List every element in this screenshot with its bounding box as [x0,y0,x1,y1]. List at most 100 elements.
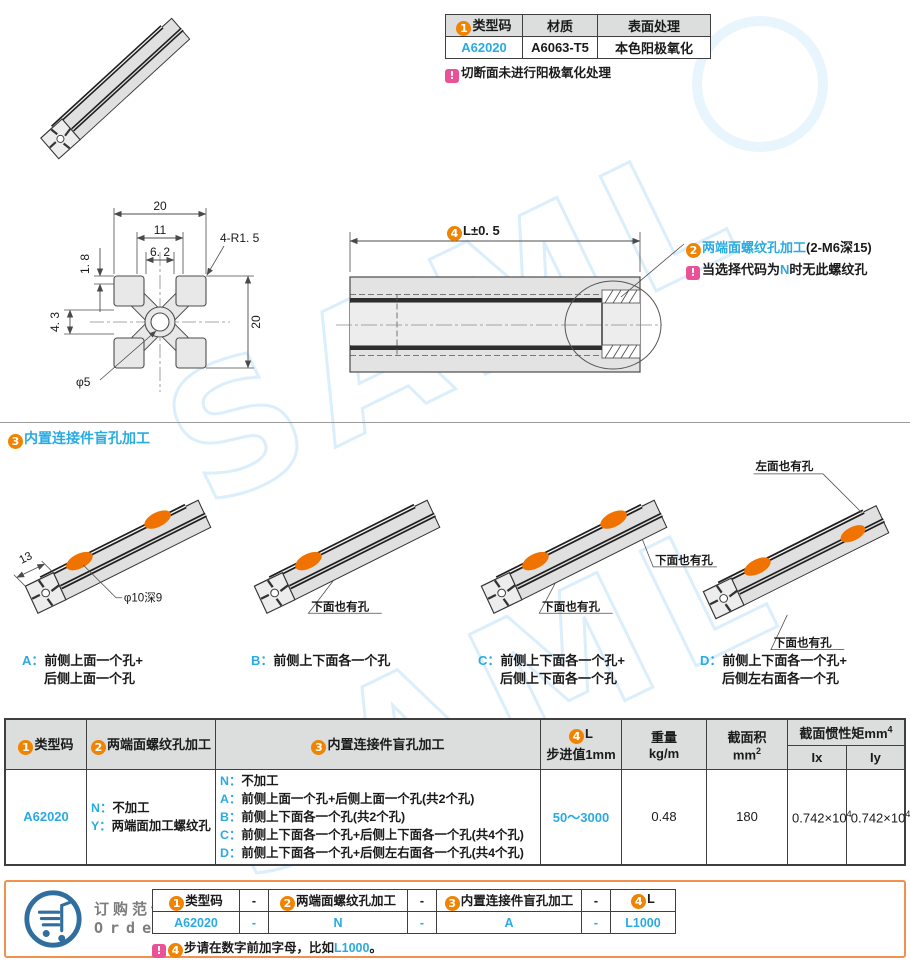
dim-width-label: 20 [153,199,167,213]
order-v-dash: - [581,911,611,934]
iy-value: 0.742×10 [850,809,906,825]
variant-c-label: C：前侧上下面各一个孔+ 后侧上下面各一个孔 [478,652,625,688]
option-code: B： [220,809,242,824]
col-length-l: L [585,725,593,741]
circled-2-badge: 2 [279,896,295,911]
col-thread-label: 两端面螺纹孔加工 [106,736,211,752]
order-h-dash: - [239,889,269,912]
cell-ix: 0.742×104 [787,768,852,866]
watermark-logo-ring [692,16,828,152]
variant-c-cell: 下面也有孔 下面也有孔 C：前侧上下面各一个孔+ 后侧上下面各一个孔 [464,468,717,708]
dim-depth-label: 4. 3 [48,312,62,332]
option-code: A： [220,791,242,806]
order-v-dash: - [239,911,269,934]
order-title-en: Order [94,919,175,937]
thread-callout-spec: (2-M6深15) [806,240,872,255]
circled-2-badge: 2 [90,739,106,755]
variant-a-drawing: 13 φ10深9 [13,478,230,650]
variant-b-label: B：前侧上下面各一个孔 [251,652,390,670]
spec-type-code[interactable]: A62020 [445,36,523,59]
exclamation-icon: ! [445,69,459,83]
cell-type-code[interactable]: A62020 [4,768,87,866]
ix-value: 0.742×10 [792,809,847,825]
cell-weight: 0.48 [621,768,707,866]
order-note-end: 。 [369,941,382,955]
variant-a-label: A：前侧上面一个孔+ 后侧上面一个孔 [22,652,143,688]
exclamation-icon: ! [152,944,166,958]
option-text: 前侧上下面各一个孔+后侧上下面各一个孔(共4个孔) [241,827,524,842]
order-v-thread: N [268,911,408,934]
variant-text: 前侧上下面各一个孔+ [722,653,847,668]
order-v-type[interactable]: A62020 [152,911,240,934]
circled-1-badge: 1 [18,739,34,755]
order-h-blind-label: 内置连接件盲孔加工 [460,894,574,908]
profile-photo [12,8,216,180]
variant-d-label: D：前侧上下面各一个孔+ 后侧左右面各一个孔 [700,652,847,688]
dim-13-label: 13 [17,550,34,567]
col-area-label: 截面积 [727,729,767,745]
order-h-length-label: L [647,892,655,906]
annotation-bottom-hole: 下面也有孔 [774,636,832,650]
order-title-cn: 订购范例 [94,901,171,918]
cross-section-drawing: 20 11 6. 2 4-R1. 5 1. 8 4. 3 20 φ5 [48,199,263,392]
thread-note-code: N [780,262,790,277]
spec-note: !切断面未进行阳极氧化处理 [445,62,711,83]
option-text: 不加工 [241,773,279,788]
thread-note: !当选择代码为N时无此螺纹孔 [686,259,867,280]
annotation-bottom-hole: 下面也有孔 [542,599,600,613]
option-text: 前侧上面一个孔+后侧上面一个孔(共2个孔) [241,791,475,806]
cell-length-range: 50～3000 [540,768,622,866]
col-blind-label: 内置连接件盲孔加工 [327,736,445,752]
option-code: D： [220,845,242,860]
annotation-bottom-hole: 下面也有孔 [311,599,369,613]
spec-material: A6063-T5 [522,36,598,59]
circled-1-badge: 1 [169,896,185,911]
annotation-bottom-hole-far: 下面也有孔 [655,553,713,567]
variant-a-cell: 13 φ10深9 A：前侧上面一个孔+ 后侧上面一个孔 [8,468,230,708]
col-weight-label: 重量 [650,730,677,746]
variant-text: 前侧上下面各一个孔+ [500,653,625,668]
order-h-thread-label: 两端面螺纹孔加工 [295,894,396,908]
dim-lip-label: 1. 8 [78,254,92,274]
circled-4-badge: 4 [631,894,647,909]
ix-sup: 4 [846,808,852,819]
col-area-sup: 2 [756,745,762,756]
order-h-dash: - [407,889,437,912]
circled-1-badge: 1 [456,21,472,36]
cart-icon [24,890,82,948]
spec-header-material: 材质 [522,14,598,37]
dim-corner-label: 4-R1. 5 [220,231,260,245]
spec-note-text: 切断面未进行阳极氧化处理 [461,66,612,80]
hole-spec-label: φ10深9 [124,591,162,605]
dim-height-label: 20 [249,315,263,329]
length-value: L±0. 5 [463,223,500,238]
col-iy: Iy [845,744,906,770]
variant-b-drawing: 下面也有孔 [237,478,459,650]
variant-text: 前侧上面一个孔+ [44,653,143,668]
dim-opening-label: 6. 2 [150,245,170,259]
col-inertia-label: 截面惯性矩mm [799,725,888,741]
section-divider [0,422,910,423]
variant-text-2: 后侧上下面各一个孔 [500,671,618,686]
section3-title-text: 内置连接件盲孔加工 [24,430,150,446]
option-text: 不加工 [112,800,150,815]
side-view-drawing [336,232,685,373]
spec-header-surface: 表面处理 [597,14,711,37]
variant-b-cell: 下面也有孔 B：前侧上下面各一个孔 [237,468,459,708]
thread-note-prefix: 当选择代码为 [702,262,781,277]
cell-blind-options: N：不加工 A：前侧上面一个孔+后侧上面一个孔(共2个孔) B：前侧上下面各一个… [215,768,541,866]
circled-4-badge: 4 [168,943,183,958]
